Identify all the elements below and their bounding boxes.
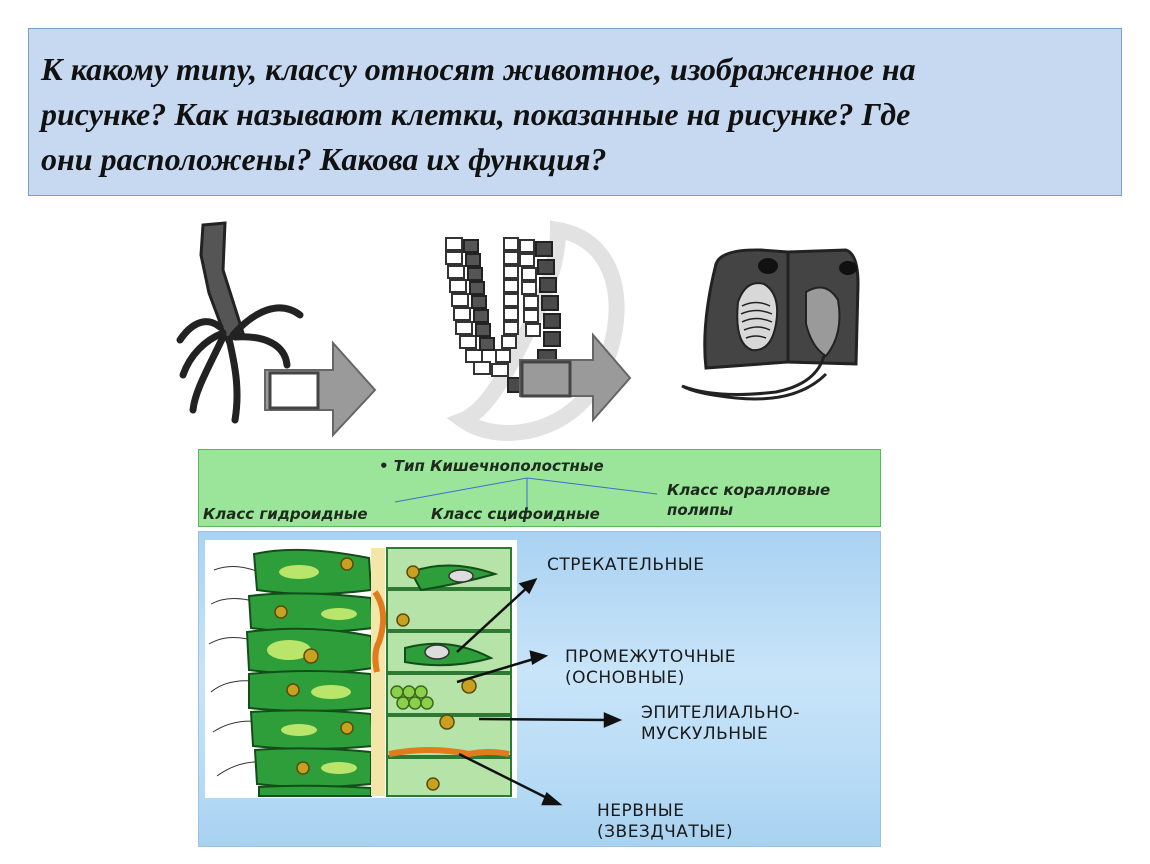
- intermediate-cells: [390, 685, 434, 710]
- cell-types-panel: СТРЕКАТЕЛЬНЫЕ ПРОМЕЖУТОЧНЫЕ (ОСНОВНЫЕ) Э…: [198, 531, 881, 847]
- nucleus-left: [758, 258, 778, 274]
- question-box: К какому типу, классу относят животное, …: [28, 28, 1122, 196]
- class-coral-label-1: Класс коралловые: [667, 481, 831, 499]
- mesoglea: [371, 548, 385, 796]
- question-line-1: К какому типу, классу относят животное, …: [41, 51, 916, 87]
- label-epithelial-1: ЭПИТЕЛИАЛЬНО-: [641, 703, 800, 723]
- body-wall-figure: [445, 220, 632, 441]
- ectoderm-cells: [245, 548, 375, 797]
- hydra-figure: [176, 221, 377, 438]
- phylum-label: • Тип Кишечнополостные: [379, 457, 604, 475]
- pointer-arrows: [456, 578, 623, 806]
- label-nerve-2: (ЗВЕЗДЧАТЫЕ): [597, 822, 734, 842]
- zoom-arrow: [264, 340, 377, 438]
- class-scyphoid-label: Класс сцифоидные: [431, 505, 600, 523]
- endoderm-nuclei: [396, 565, 477, 791]
- classification-tree: [394, 477, 658, 508]
- label-epithelial-2: МУСКУЛЬНЫЕ: [641, 724, 769, 744]
- coiled-thread: [740, 301, 773, 339]
- discharged-thread: [681, 355, 828, 401]
- question-line-2: рисунке? Как называют клетки, показанные…: [41, 96, 911, 132]
- cell-diagram: [205, 540, 623, 806]
- nerve-cell-2: [388, 747, 510, 758]
- cell-layer-inner: [463, 239, 495, 351]
- hydra-tentacles: [176, 304, 304, 424]
- class-coral-label-2: полипы: [667, 501, 734, 519]
- discharged-capsule: [805, 286, 841, 358]
- zoom-frame-2: [520, 360, 572, 398]
- classification-box: • Тип Кишечнополостные Класс гидроидные …: [198, 449, 881, 527]
- question-line-3: они расположены? Какова их функция?: [41, 141, 607, 177]
- class-hydroid-label: Класс гидроидные: [203, 505, 368, 523]
- stinging-capsule: [448, 569, 474, 583]
- cell-layer-outer: [445, 237, 491, 375]
- coiled-capsule: [736, 282, 779, 352]
- label-stinging: СТРЕКАТЕЛЬНЫЕ: [547, 555, 705, 575]
- stinging-capsule-2: [424, 644, 450, 660]
- nematocyst-figure: [681, 248, 860, 401]
- ectoderm-nuclei: [274, 557, 354, 775]
- ectoderm-vacuoles: [267, 565, 357, 774]
- label-intermediate-2: (ОСНОВНЫЕ): [565, 668, 685, 688]
- zoom-frame: [268, 371, 320, 410]
- nerve-cell-1: [372, 590, 387, 673]
- cell-layer-right: [491, 237, 541, 377]
- label-nerve-1: НЕРВНЫЕ: [597, 801, 685, 821]
- label-intermediate-1: ПРОМЕЖУТОЧНЫЕ: [565, 647, 736, 667]
- nucleus-right: [839, 261, 857, 275]
